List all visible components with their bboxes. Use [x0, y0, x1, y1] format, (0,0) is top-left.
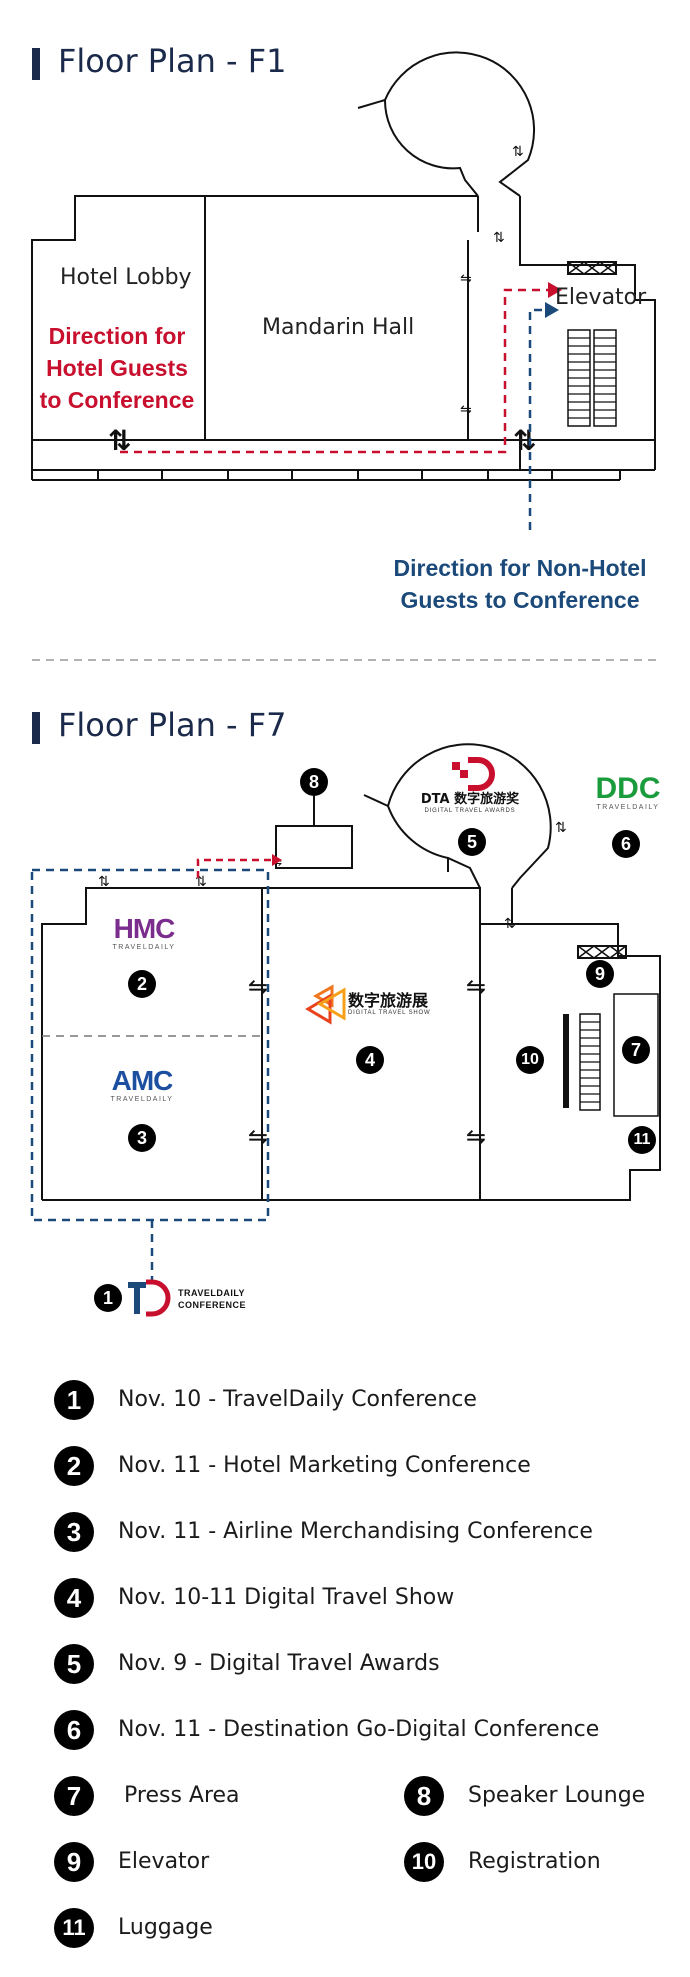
f7-outline — [41, 887, 661, 1201]
legend-badge-11: 11 — [54, 1908, 94, 1948]
legend-badge-5: 5 — [54, 1644, 94, 1684]
f7-marker-6: 6 — [612, 830, 640, 858]
tdc-logo-line: CONFERENCE — [178, 1300, 247, 1310]
f7-door-arrow: ⇋ — [466, 973, 486, 1001]
f1-direction-hotel-line: Hotel Guests — [46, 355, 188, 381]
f1-direction-non-hotel-guests: Direction for Non-Hotel Guests to Confer… — [370, 552, 670, 616]
legend-badge-1: 1 — [54, 1380, 94, 1420]
f1-outline — [31, 195, 478, 470]
f1-blue-arrowhead — [545, 302, 559, 318]
f1-direction-non-hotel-line: Direction for Non-Hotel — [393, 555, 647, 581]
tdc-logo-line: TRAVELDAILY — [178, 1288, 246, 1298]
f7-marker-8: 8 — [300, 768, 328, 796]
legend-text-8: Speaker Lounge — [468, 1783, 646, 1808]
f1-door-arrow: ⇋ — [460, 271, 472, 287]
f7-marker-7: 7 — [622, 1036, 650, 1064]
tdc-logo-mark — [128, 1279, 171, 1317]
ddc-logo-text: DDC — [595, 772, 661, 805]
f7-door-arrow: ⇅ — [195, 874, 207, 890]
legend-text-2: Nov. 11 - Hotel Marketing Conference — [118, 1453, 531, 1478]
f7-marker-2: 2 — [128, 970, 156, 998]
f1-red-path — [120, 288, 548, 454]
legend-text-10: Registration — [468, 1849, 601, 1874]
f1-direction-hotel-line: to Conference — [39, 387, 195, 413]
f1-direction-hotel-guests: Direction for Hotel Guests to Conference — [32, 320, 202, 416]
f7-door-arrow: ⇋ — [248, 1123, 268, 1151]
f1-direction-hotel-line: Direction for — [48, 323, 186, 349]
dts-logo: 数字旅游展 DIGITAL TRAVEL SHOW — [348, 991, 448, 1017]
f1-hotel-lobby-label: Hotel Lobby — [60, 265, 192, 290]
dta-logo: DTA 数字旅游奖 DIGITAL TRAVEL AWARDS — [408, 792, 532, 814]
amc-logo-text: AMC — [111, 1065, 174, 1096]
dts-logo-sub: DIGITAL TRAVEL SHOW — [348, 1010, 431, 1016]
f1-door-arrow-exit: ⇅ — [513, 424, 536, 457]
f1-red-arrowhead — [548, 282, 562, 298]
dta-logo-mark — [452, 757, 495, 791]
legend-text-3: Nov. 11 - Airline Merchandising Conferen… — [118, 1519, 593, 1544]
f7-marker-11: 11 — [628, 1126, 656, 1154]
f7-marker-9: 9 — [586, 960, 614, 988]
f7-marker-3: 3 — [128, 1124, 156, 1152]
legend-text-11: Luggage — [118, 1915, 213, 1940]
f7-marker-5: 5 — [458, 828, 486, 856]
legend-badge-9: 9 — [54, 1842, 94, 1882]
ddc-logo-sub: TRAVELDAILY — [596, 804, 660, 811]
f1-direction-non-hotel-line: Guests to Conference — [400, 587, 640, 613]
dts-logo-mark — [305, 984, 346, 1025]
f7-press-area — [613, 993, 659, 1117]
f7-red-arrowhead — [272, 854, 282, 866]
legend-badge-2: 2 — [54, 1446, 94, 1486]
f1-blue-path — [528, 308, 545, 530]
legend-badge-7: 7 — [54, 1776, 94, 1816]
f1-door-arrow: ⇋ — [460, 402, 472, 418]
legend-text-9: Elevator — [118, 1849, 210, 1874]
f1-title: Floor Plan - F1 — [58, 42, 287, 80]
f7-door-arrow: ⇋ — [466, 1123, 486, 1151]
legend-badge-10: 10 — [404, 1842, 444, 1882]
f1-door-arrow: ⇅ — [493, 230, 505, 246]
ddc-logo: DDC TRAVELDAILY — [590, 772, 666, 812]
f1-elevator-label: Elevator — [555, 285, 647, 310]
f1-title-bar — [32, 48, 40, 80]
legend-text-1: Nov. 10 - TravelDaily Conference — [118, 1387, 477, 1412]
dta-logo-text: DTA 数字旅游奖 — [420, 792, 520, 807]
dta-logo-sub: DIGITAL TRAVEL AWARDS — [424, 808, 516, 814]
legend-text-6: Nov. 11 - Destination Go-Digital Confere… — [118, 1717, 600, 1742]
hmc-logo-text: HMC — [113, 913, 176, 944]
f1-mandarin-hall-label: Mandarin Hall — [262, 315, 415, 340]
f7-marker-1: 1 — [94, 1284, 122, 1312]
amc-logo-sub: TRAVELDAILY — [110, 1096, 174, 1103]
legend-badge-3: 3 — [54, 1512, 94, 1552]
legend-text-4: Nov. 10-11 Digital Travel Show — [118, 1585, 455, 1610]
f7-door-arrow: ⇋ — [248, 973, 268, 1001]
f7-blue-boundary — [30, 868, 270, 1222]
legend-text-7: Press Area — [124, 1783, 240, 1808]
legend-badge-4: 4 — [54, 1578, 94, 1618]
f7-door-arrow: ⇅ — [504, 916, 516, 932]
f1-door-arrow: ⇅ — [512, 144, 524, 160]
amc-logo: AMC TRAVELDAILY — [102, 1065, 182, 1104]
f1-dome — [384, 51, 536, 197]
f1-door-arrow-lobby: ⇅ — [108, 424, 131, 457]
dts-logo-text: 数字旅游展 — [348, 991, 429, 1010]
f7-door-arrow: ⇅ — [555, 820, 567, 836]
f7-title: Floor Plan - F7 — [58, 706, 287, 744]
f7-marker-4: 4 — [356, 1046, 384, 1074]
f7-red-path — [196, 858, 272, 878]
f7-marker-10: 10 — [516, 1046, 544, 1074]
f7-dome — [387, 743, 552, 889]
f7-door-arrow: ⇅ — [98, 874, 110, 890]
legend-badge-8: 8 — [404, 1776, 444, 1816]
tdc-logo: TRAVELDAILY CONFERENCE — [178, 1287, 278, 1311]
f7-speaker-lounge-room — [275, 825, 353, 869]
f7-registration-desk — [563, 1014, 569, 1108]
f7-title-bar — [32, 712, 40, 744]
hmc-logo-sub: TRAVELDAILY — [112, 944, 176, 951]
legend-badge-6: 6 — [54, 1710, 94, 1750]
legend-text-5: Nov. 9 - Digital Travel Awards — [118, 1651, 440, 1676]
hmc-logo: HMC TRAVELDAILY — [104, 913, 184, 952]
